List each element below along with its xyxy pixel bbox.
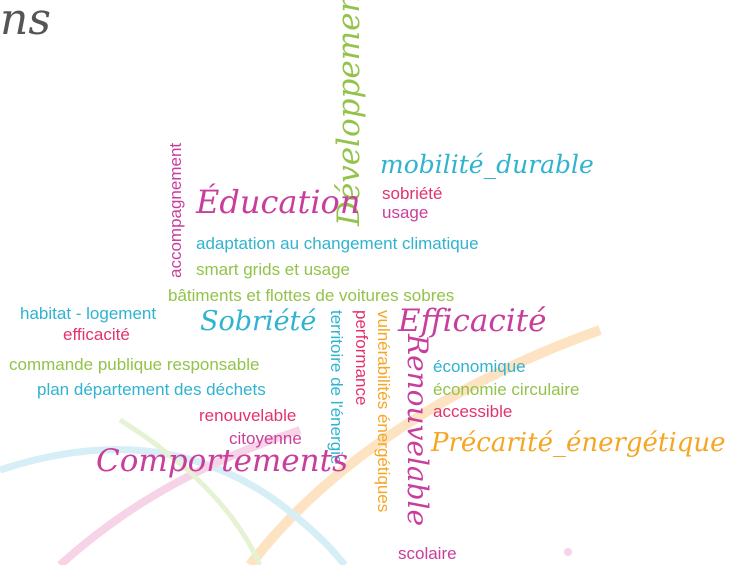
word-precarite: Précarité_énergétique	[431, 428, 726, 458]
word-efficacite: efficacité	[63, 325, 130, 344]
word-accessible: accessible	[433, 402, 513, 421]
word-territoire: territoire de l'énergie	[327, 310, 346, 465]
header-fragment: ns	[0, 0, 51, 45]
word-citoyenne: citoyenne	[229, 429, 302, 448]
word-education: Éducation	[196, 183, 361, 221]
word-mobilite-durable: mobilité_durable	[380, 150, 594, 179]
word-accompagnement: accompagnement	[166, 142, 185, 278]
swirl-green	[118, 417, 263, 565]
word-economique: économique	[433, 357, 526, 376]
word-plan-departement: plan département des déchets	[37, 380, 266, 399]
swirl-pink	[57, 426, 302, 565]
dot-pink	[564, 548, 572, 556]
word-efficacite-script: Efficacité	[398, 303, 547, 339]
word-performance: performance	[352, 310, 371, 406]
word-sobriete: sobriété	[382, 184, 443, 203]
word-commande-publique: commande publique responsable	[9, 355, 260, 374]
word-adaptation: adaptation au changement climatique	[196, 234, 479, 253]
word-vulnerabilites: vulnérabilités énergétiques	[374, 310, 393, 513]
word-renouvelable-script: Renouvelable	[401, 334, 434, 527]
word-batiments: bâtiments et flottes de voitures sobres	[168, 286, 455, 305]
word-habitat: habitat - logement	[20, 304, 157, 323]
word-renouvelable: renouvelable	[199, 406, 297, 425]
word-sobriete-script: Sobriété	[200, 306, 317, 337]
word-scolaire: scolaire	[398, 544, 457, 563]
word-comportements: Comportements	[96, 443, 348, 479]
swirl-orange	[246, 325, 602, 565]
swirl-blue	[0, 446, 348, 565]
word-economie-circulaire: économie circulaire	[433, 380, 580, 399]
word-usage: usage	[382, 203, 429, 222]
word-smart-grids: smart grids et usage	[196, 260, 351, 279]
